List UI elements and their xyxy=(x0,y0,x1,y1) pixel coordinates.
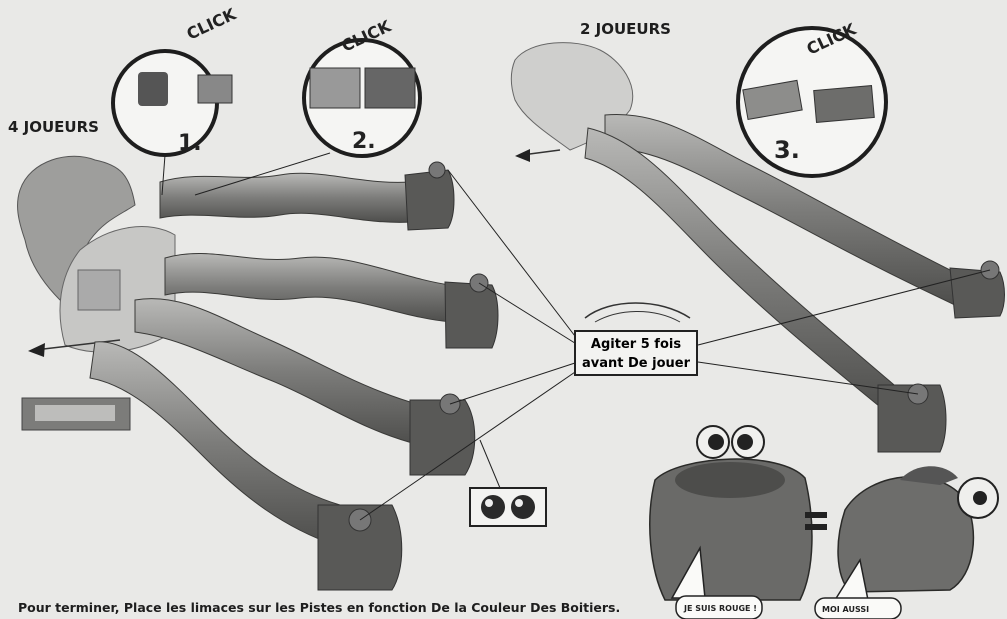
speech-bubble-2-text: MOI AUSSI xyxy=(822,605,869,614)
arrow-2p-head xyxy=(515,149,530,162)
click-1-label: CLICK xyxy=(184,4,240,43)
leader-line-eyes xyxy=(480,440,500,488)
arrow-left-head xyxy=(28,343,45,357)
box-top xyxy=(675,462,785,498)
card-holder xyxy=(78,270,120,310)
shake-instruction-box: Agiter 5 fois avant De jouer xyxy=(574,330,698,376)
equals-icon-top xyxy=(805,512,827,518)
eye-right-shine xyxy=(515,499,523,507)
track-1-end xyxy=(405,170,454,230)
four-players-label: 4 JOUEURS xyxy=(8,118,99,136)
connector-part-c xyxy=(310,68,360,108)
eye-left-shine xyxy=(485,499,493,507)
photo-thumbnail-detail xyxy=(35,405,115,421)
eye-icon-right xyxy=(511,495,535,519)
equals-icon-bottom xyxy=(805,524,827,530)
speech-bubble-1-text: JE SUIS ROUGE ! xyxy=(684,604,757,613)
shake-arc-inner xyxy=(595,312,680,323)
box-eye-left-pupil xyxy=(708,434,724,450)
track-1-knob xyxy=(429,162,445,178)
eye-icon-left xyxy=(481,495,505,519)
track-1 xyxy=(160,173,412,222)
footer-instruction: Pour terminer, Place les limaces sur les… xyxy=(18,600,620,615)
connector-part-a xyxy=(138,72,168,106)
connector-part-b xyxy=(198,75,232,103)
shake-arc-icon xyxy=(585,303,690,318)
click-2-number: 2. xyxy=(352,129,376,154)
shake-line-2: avant De jouer xyxy=(576,354,696,373)
two-players-label: 2 JOUEURS xyxy=(580,20,671,38)
click-1-number: 1. xyxy=(178,131,202,156)
connector-part-d xyxy=(365,68,415,108)
click-3-number: 3. xyxy=(774,136,800,164)
shake-line-1: Agiter 5 fois xyxy=(576,335,696,354)
track-2-end xyxy=(445,282,498,348)
box-eye-right-pupil xyxy=(737,434,753,450)
snail-pupil xyxy=(973,491,987,505)
connector-part-f xyxy=(814,86,875,123)
